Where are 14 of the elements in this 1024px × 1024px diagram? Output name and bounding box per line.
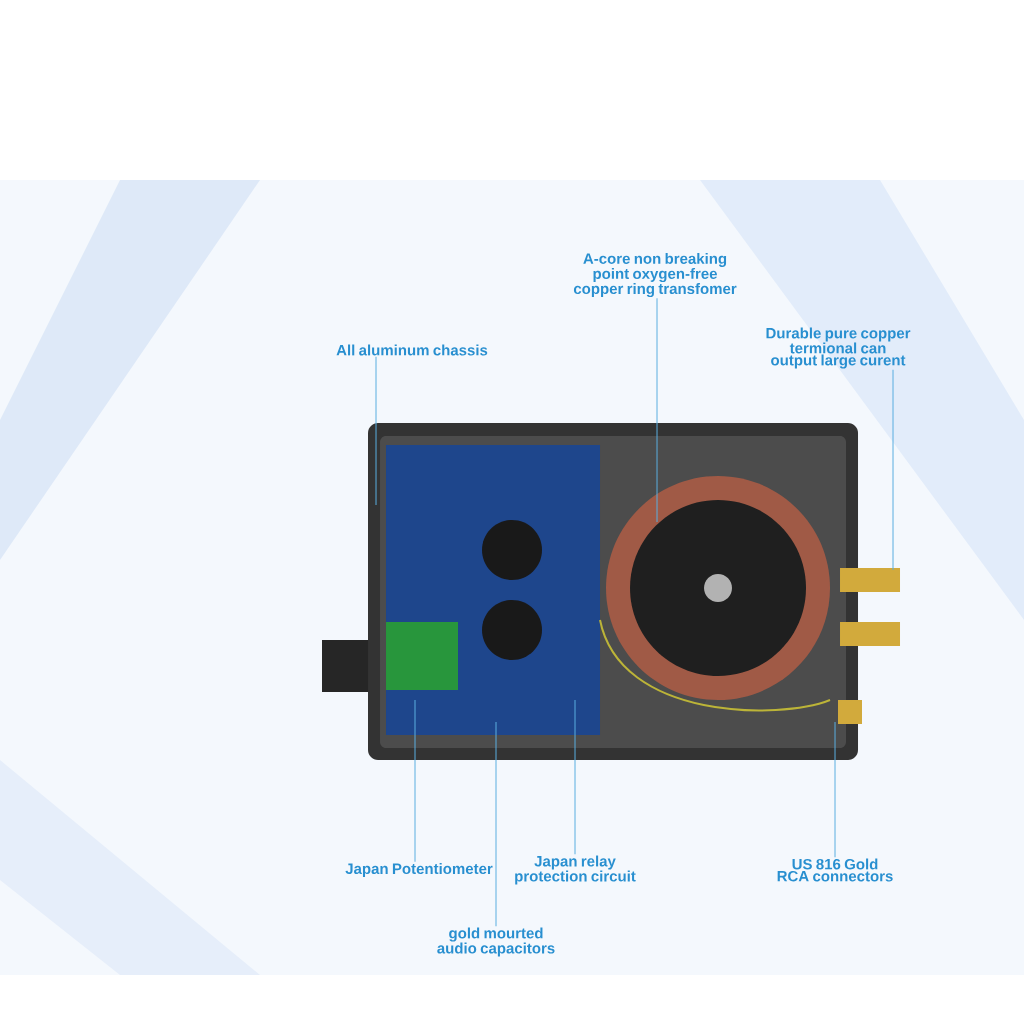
- leader-line: [414, 699, 416, 863]
- leader-line: [375, 356, 377, 506]
- callout-label: A-core non breaking point oxygen-free copper ring transfomer: [573, 252, 737, 298]
- leader-line: [574, 699, 576, 855]
- callout-label: All aluminum chassis: [336, 344, 488, 356]
- leader-line: [834, 721, 836, 858]
- callout-label: US 816 Gold RCA connectors: [777, 858, 893, 882]
- callout-label: gold mourted audio capacitors: [437, 927, 555, 957]
- callout-label: Japan relay protection circuit: [515, 855, 636, 885]
- leader-line: [892, 369, 894, 571]
- callout-label: Durable pure copper termional can output large curent: [766, 327, 911, 369]
- leader-line: [495, 721, 497, 927]
- callout-label: Japan Potentiometer: [345, 863, 493, 877]
- leader-line: [656, 297, 658, 523]
